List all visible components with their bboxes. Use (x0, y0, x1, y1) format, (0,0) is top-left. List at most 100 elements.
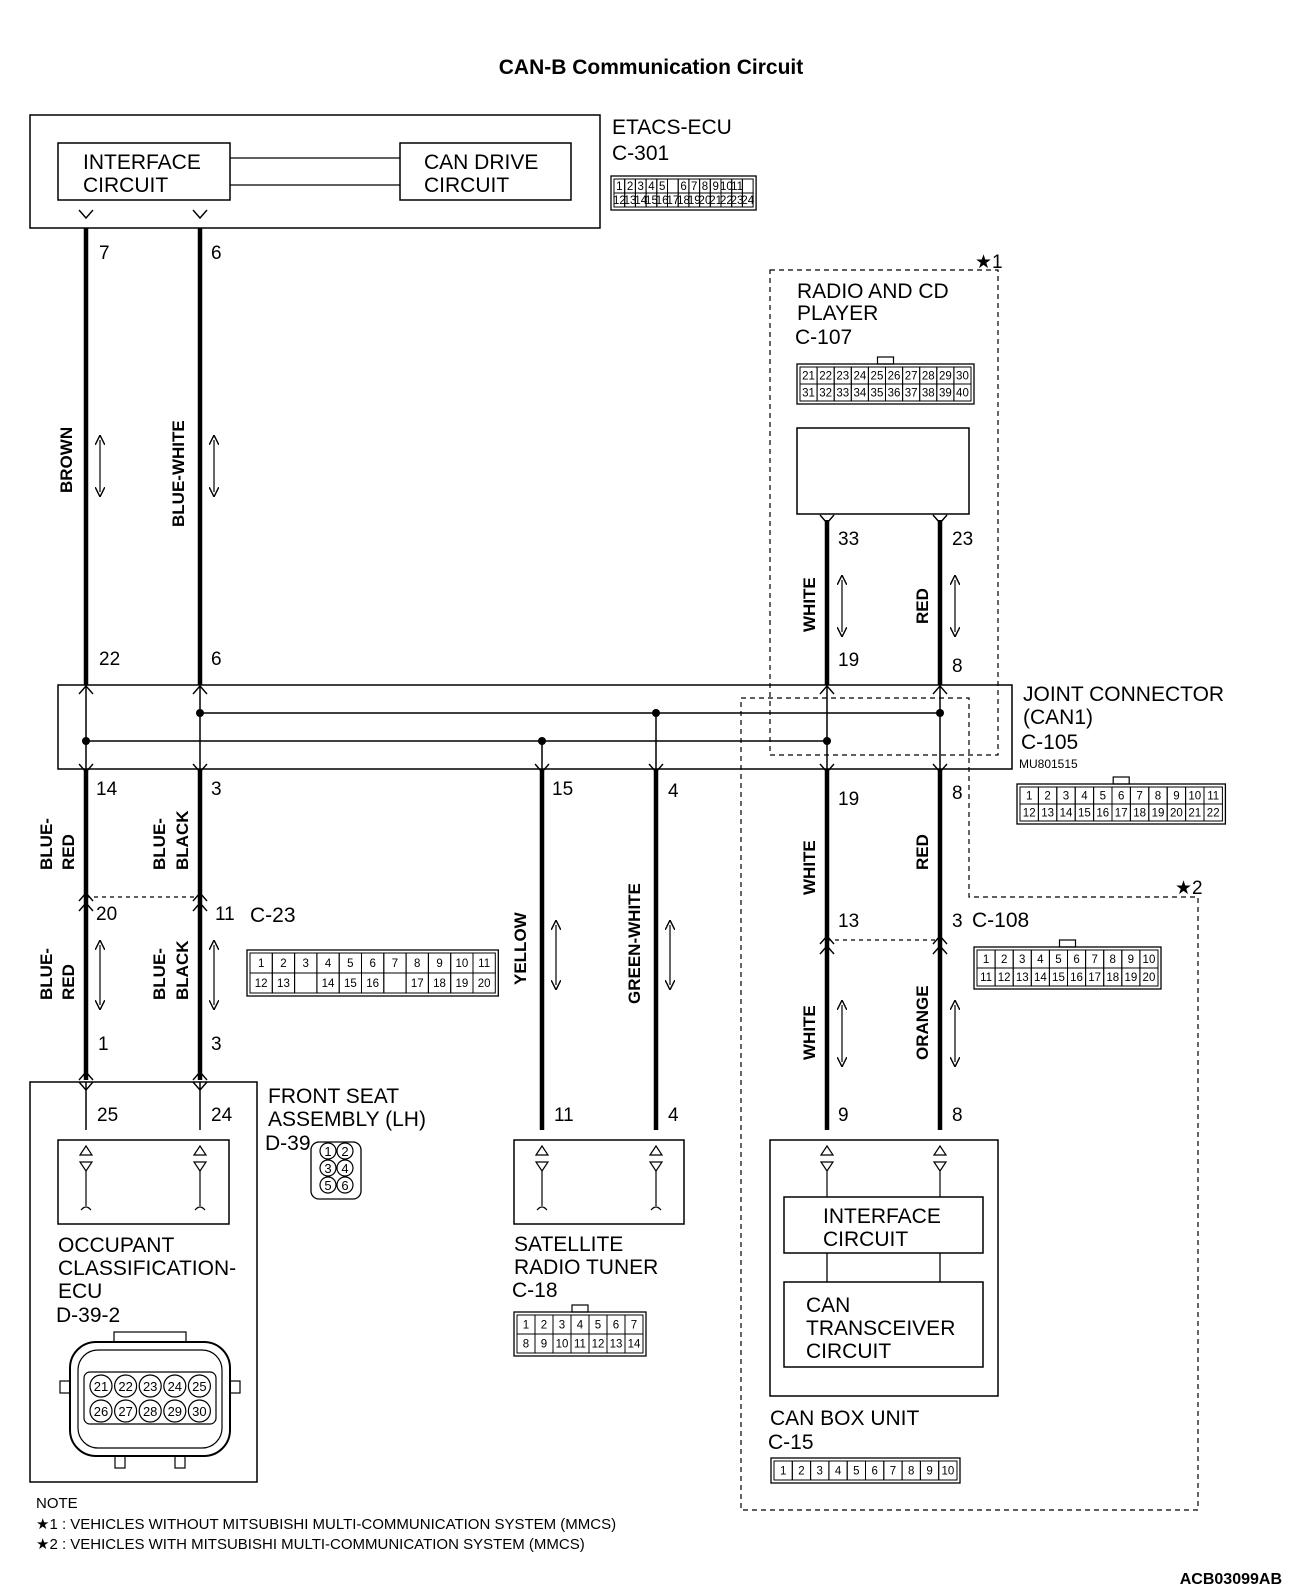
diagram-title: CAN-B Communication Circuit (499, 56, 804, 79)
connector-pin-label: 5 (595, 1320, 601, 1332)
wire-label-blue-red-lower-1: BLUE- (37, 948, 56, 1000)
terminal-jaw (78, 1081, 94, 1092)
star2-boundary (740, 697, 1199, 1511)
etacs-name: ETACS-ECU (612, 116, 732, 139)
connector-pin-label: 22 (118, 1379, 132, 1394)
star1-marker: ★1 (975, 252, 1003, 273)
connector-pin-label: 10 (556, 1339, 569, 1351)
etacs-can-drive-box (399, 142, 572, 201)
connector-pin-label: 19 (455, 978, 468, 990)
terminal-symbol (534, 1161, 550, 1173)
terminal-jaw (819, 944, 835, 955)
connector-pin-label: 33 (836, 388, 849, 400)
etacs-pin-7: 7 (99, 243, 110, 264)
connector-pin-label: 11 (980, 972, 992, 984)
connector-pin-label: 25 (192, 1379, 206, 1394)
connector-pin-label: 13 (277, 978, 290, 990)
wire-label-yellow: YELLOW (511, 911, 530, 985)
connector-latch (1112, 776, 1130, 785)
c108-pin-3: 3 (952, 911, 963, 932)
satellite-name-2: RADIO TUNER (514, 1256, 658, 1279)
connector-pin-label: 19 (688, 195, 701, 207)
terminal-symbol (192, 1161, 208, 1173)
connector-pin-label: 22 (819, 371, 832, 383)
etacs-ecu-box (29, 114, 601, 229)
connector-pin-label: 8 (1155, 791, 1161, 803)
radio-connector-id: C-107 (795, 326, 852, 349)
joint-pin-6: 6 (211, 649, 222, 670)
radio-name-1: RADIO AND CD (797, 280, 949, 303)
wire-label-red-mid: RED (913, 834, 932, 870)
wire-label-blue-red-upper-2: RED (59, 834, 78, 870)
connector-cell (1203, 803, 1223, 822)
connector-pin-circle (336, 1176, 354, 1194)
connector-pin-label: 9 (436, 958, 442, 970)
note-2: ★2 : VEHICLES WITH MITSUBISHI MULTI-COMM… (36, 1536, 585, 1553)
seat-connector-id: D-39 (265, 1132, 311, 1155)
connector-pin-label: 23 (836, 371, 849, 383)
wire-label-blue-red-upper-1: BLUE- (37, 818, 56, 870)
connector-pin-label: 28 (143, 1404, 157, 1419)
connector-housing (610, 175, 757, 211)
connector-pin-label: 18 (677, 195, 690, 207)
connector-pin-label: 1 (523, 1320, 529, 1332)
connector-pin-label: 14 (634, 195, 647, 207)
terminal-symbol (648, 1161, 664, 1173)
terminal-jaw (192, 209, 208, 220)
connector-pin-label: 6 (1073, 954, 1079, 966)
connector-pin-label: 10 (1143, 954, 1156, 966)
terminal-jaw (819, 684, 835, 695)
joint-pin-8-bottom: 8 (952, 783, 963, 804)
connector-pin-label: 27 (905, 371, 918, 383)
terminal-jaw (78, 891, 94, 902)
connector-pin-label: 2 (541, 1320, 547, 1332)
connector-pin-label: 7 (691, 181, 697, 193)
connector-pin-label: 17 (666, 195, 679, 207)
connector-pin-label: 24 (168, 1379, 182, 1394)
terminal-jaw (78, 901, 94, 912)
wire-label-white-mid: WHITE (800, 840, 819, 895)
seat-name-1: FRONT SEAT (268, 1085, 399, 1108)
connector-pin-label: 14 (628, 1339, 641, 1351)
connector-pin-label: 25 (871, 371, 884, 383)
connector-pin-label: 24 (741, 195, 754, 207)
radio-unit-box (796, 427, 970, 515)
connector-pin-label: 12 (613, 195, 626, 207)
connector-pin-circle (336, 1142, 354, 1160)
connector-pin-label: 26 (94, 1404, 108, 1419)
wire-label-red-upper: RED (913, 588, 932, 624)
connector-pin-label: 17 (1088, 972, 1101, 984)
connector-pin-label: 24 (853, 371, 866, 383)
terminal-symbol (819, 1144, 835, 1156)
connector-pin-circle (319, 1159, 337, 1177)
connector-pin-label: 6 (871, 1466, 877, 1478)
terminal-jaw (932, 763, 948, 774)
connector-pin-circle (187, 1374, 211, 1398)
connector-pin-label: 8 (414, 958, 420, 970)
connector-pin-label: 10 (455, 958, 468, 970)
connector-pin-circle (163, 1399, 187, 1423)
connector-pin-label: 15 (645, 195, 658, 207)
canbox-pin-9: 9 (838, 1105, 849, 1126)
connector-pin-circle (138, 1399, 162, 1423)
connector-pin-label: 18 (433, 978, 446, 990)
connector-pin-label: 32 (819, 388, 832, 400)
c108-connector-id: C-108 (972, 909, 1029, 932)
radio-name-2: PLAYER (797, 302, 878, 325)
joint-pin-19-top: 19 (838, 650, 859, 671)
etacs-interface-label-2: CIRCUIT (83, 174, 168, 197)
connector-pin-label: 14 (1034, 972, 1047, 984)
terminal-symbol (648, 1144, 664, 1156)
joint-pin-4: 4 (668, 781, 679, 802)
connector-pin-label: 29 (939, 371, 952, 383)
occupant-pin-24: 24 (211, 1105, 233, 1126)
connector-housing (246, 949, 499, 997)
wire-label-brown: BROWN (57, 427, 76, 493)
connector-housing (69, 1341, 231, 1457)
front-seat-assembly-box (29, 1081, 258, 1483)
